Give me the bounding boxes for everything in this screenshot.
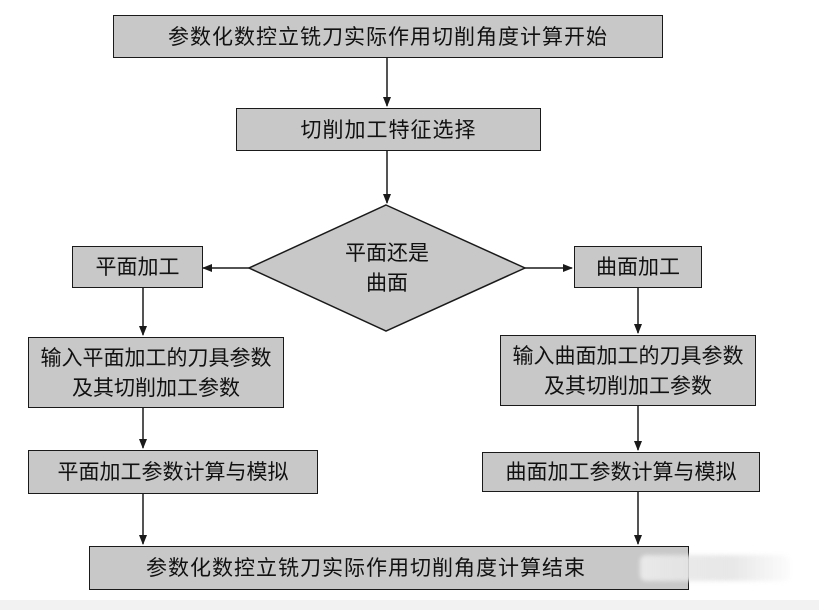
plane-calc-node: 平面加工参数计算与模拟 xyxy=(28,450,318,494)
plane-input-node: 输入平面加工的刀具参数及其切削加工参数 xyxy=(28,337,284,408)
watermark-blur xyxy=(640,555,790,581)
end-node: 参数化数控立铣刀实际作用切削角度计算结束 xyxy=(89,546,689,590)
decision-diamond xyxy=(247,204,527,332)
decision-line-2: 曲面 xyxy=(366,271,408,295)
start-node: 参数化数控立铣刀实际作用切削角度计算开始 xyxy=(113,15,663,58)
feature-select-node: 切削加工特征选择 xyxy=(236,108,541,151)
curved-calc-node: 曲面加工参数计算与模拟 xyxy=(482,452,760,492)
decision-label: 平面还是 曲面 xyxy=(318,238,456,298)
curved-node: 曲面加工 xyxy=(574,246,702,288)
footer-strip xyxy=(0,600,819,610)
plane-node: 平面加工 xyxy=(72,246,203,288)
curved-input-node: 输入曲面加工的刀具参数及其切削加工参数 xyxy=(500,335,756,406)
decision-line-1: 平面还是 xyxy=(345,241,429,265)
